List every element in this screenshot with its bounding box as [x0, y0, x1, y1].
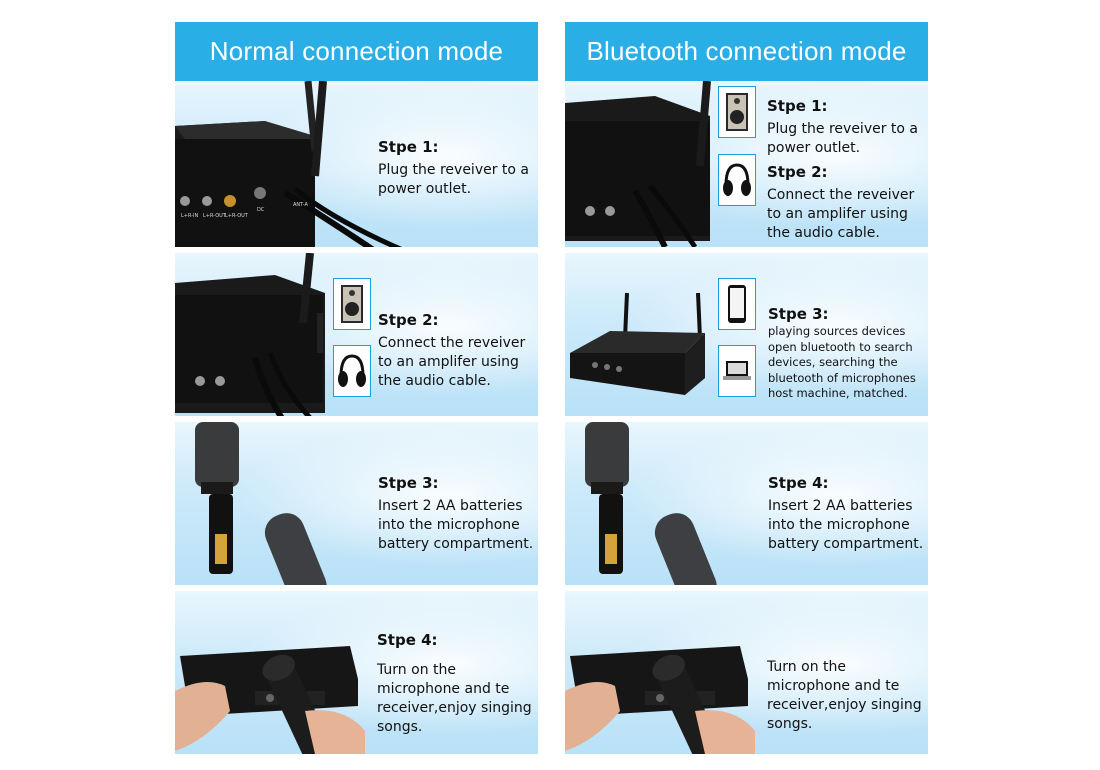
headphones-icon	[333, 345, 371, 397]
step-title: Stpe 1:	[378, 138, 439, 156]
step-title: Stpe 2:	[378, 311, 439, 329]
step-text: Stpe 1: Plug the reveiver to a power out…	[767, 97, 927, 158]
normal-mode-header: Normal connection mode	[175, 22, 538, 81]
step-title: Stpe 3:	[768, 305, 829, 323]
microphone-battery-photo	[585, 422, 717, 585]
step-body: Plug the reveiver to a power outlet.	[378, 162, 530, 197]
normal-step-2-panel: Stpe 2: Connect the reveiver to an ampli…	[175, 253, 538, 416]
bluetooth-mode-column: Bluetooth connection mode Stpe 1: Plug t…	[565, 22, 928, 754]
step-title: Stpe 1:	[767, 97, 828, 115]
speaker-icon	[333, 278, 371, 330]
normal-step-3-panel: Stpe 3: Insert 2 AA batteries into the m…	[175, 422, 538, 585]
receiver-front-photo	[570, 292, 705, 395]
step-body: Insert 2 AA batteries into the microphon…	[768, 498, 924, 552]
normal-step-4-panel: Stpe 4: Turn on the microphone and te re…	[175, 591, 538, 754]
bluetooth-step-3-panel: Stpe 3: playing sources devices open blu…	[565, 253, 928, 416]
bluetooth-step-1-panel: Stpe 1: Plug the reveiver to a power out…	[565, 81, 928, 247]
step-text: Stpe 1: Plug the reveiver to a power out…	[378, 138, 533, 199]
smartphone-icon	[718, 278, 756, 330]
step-text: Stpe 3: playing sources devices open blu…	[768, 305, 928, 402]
step-body: Turn on the microphone and te receiver,e…	[377, 662, 532, 735]
hands-microphone-photo	[565, 646, 755, 754]
receiver-cable-photo	[175, 253, 325, 416]
step-text: Stpe 4: Turn on the microphone and te re…	[377, 631, 538, 737]
normal-mode-column: Normal connection mode L+R-IN L+R-OUT L+…	[175, 22, 538, 754]
step-text: Stpe 3: Insert 2 AA batteries into the m…	[378, 474, 538, 554]
receiver-back-photo	[565, 81, 711, 247]
step-title: Stpe 4:	[377, 631, 438, 649]
bluetooth-step-4-panel: Stpe 4: Insert 2 AA batteries into the m…	[565, 422, 928, 585]
step-title: Stpe 3:	[378, 474, 439, 492]
port-label: L+R-OUT	[225, 213, 249, 219]
step-body: Insert 2 AA batteries into the microphon…	[378, 498, 534, 552]
port-label: ANT-A	[293, 202, 308, 208]
step-text: Stpe 2: Connect the reveiver to an ampli…	[767, 163, 927, 243]
receiver-back-photo: L+R-IN L+R-OUT L+R-OUT DC ANT-A	[175, 81, 403, 247]
laptop-icon	[718, 345, 756, 397]
step-text: Turn on the microphone and te receiver,e…	[767, 658, 928, 734]
step-body: Plug the reveiver to a power outlet.	[767, 121, 919, 156]
step-title: Stpe 2:	[767, 163, 828, 181]
step-body: Turn on the microphone and te receiver,e…	[767, 659, 922, 732]
step-text: Stpe 4: Insert 2 AA batteries into the m…	[768, 474, 928, 554]
headphones-icon	[718, 154, 756, 206]
bluetooth-final-panel: Turn on the microphone and te receiver,e…	[565, 591, 928, 754]
step-body: playing sources devices open bluetooth t…	[768, 324, 916, 400]
step-body: Connect the reveiver to an amplifer usin…	[378, 335, 526, 389]
hands-microphone-photo	[175, 646, 365, 754]
speaker-icon	[718, 86, 756, 138]
step-body: Connect the reveiver to an amplifer usin…	[767, 187, 915, 241]
microphone-battery-photo	[195, 422, 327, 585]
port-label: DC	[257, 207, 265, 213]
bluetooth-mode-header: Bluetooth connection mode	[565, 22, 928, 81]
step-text: Stpe 2: Connect the reveiver to an ampli…	[378, 311, 533, 391]
port-label: L+R-OUT	[203, 213, 227, 219]
step-title: Stpe 4:	[768, 474, 829, 492]
port-label: L+R-IN	[181, 213, 199, 219]
normal-step-1-panel: L+R-IN L+R-OUT L+R-OUT DC ANT-A Stpe 1: …	[175, 81, 538, 247]
